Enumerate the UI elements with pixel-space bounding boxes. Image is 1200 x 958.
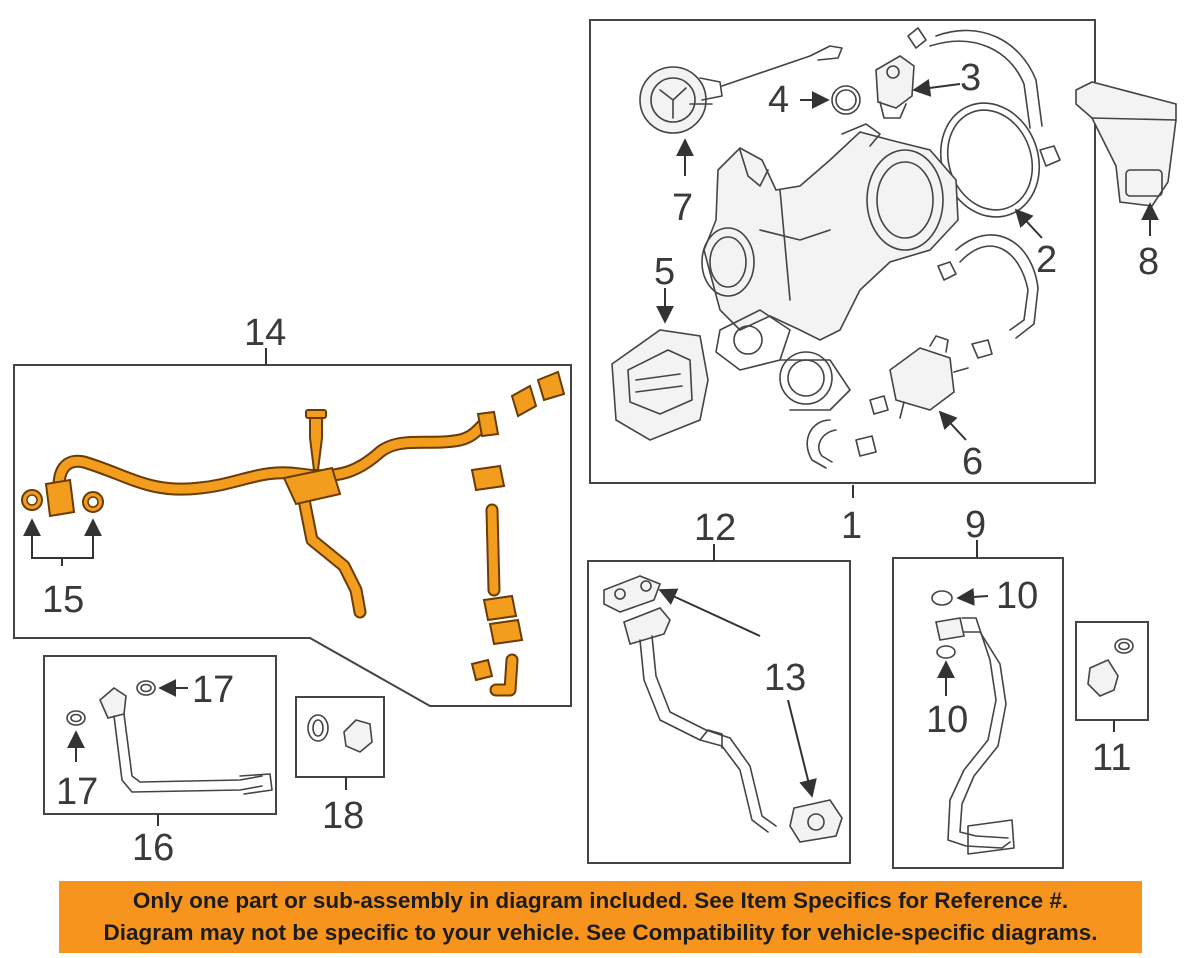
callout-10-top: 10 — [996, 575, 1038, 617]
oil-return-hose — [470, 464, 524, 697]
small-hose — [806, 419, 831, 469]
coolant-pipe-group: 12 13 — [587, 507, 851, 864]
drain-plug — [1087, 658, 1119, 697]
turbocharger-body — [701, 123, 959, 411]
heat-shield-bracket: 8 — [1075, 81, 1177, 283]
disclaimer-line-2: Diagram may not be specific to your vehi… — [103, 920, 1098, 945]
callout-12: 12 — [694, 507, 736, 549]
electric-actuator — [611, 329, 709, 441]
upper-hose — [935, 29, 1043, 127]
upper-gasket-10 — [931, 590, 953, 606]
callout-1: 1 — [841, 505, 862, 547]
callout-16: 16 — [132, 827, 174, 869]
callout-2: 2 — [1036, 239, 1057, 281]
plug-box — [1075, 621, 1149, 721]
plug-18-group: 18 — [295, 696, 385, 837]
plug-18 — [343, 719, 373, 753]
oil-feed-pipe — [44, 370, 566, 619]
callout-5: 5 — [654, 251, 675, 293]
callout-8: 8 — [1138, 241, 1159, 283]
oil-return-pipe-group: 9 10 10 — [892, 504, 1064, 869]
callout-10-bottom: 10 — [926, 699, 968, 741]
lower-gasket — [789, 799, 843, 843]
disclaimer-line-1: Only one part or sub-assembly in diagram… — [132, 888, 1069, 913]
callout-18: 18 — [322, 795, 364, 837]
sealing-washers — [21, 489, 104, 513]
turbo-assembly-group: 7 4 3 2 5 6 1 — [589, 19, 1096, 547]
lower-gasket-10 — [936, 645, 956, 659]
callout-7: 7 — [672, 187, 693, 229]
wastegate-actuator — [639, 45, 843, 134]
callout-6: 6 — [962, 441, 983, 483]
callout-4: 4 — [768, 79, 789, 121]
coolant-pipe-box — [587, 560, 851, 864]
oil-feed-pipe-group: 14 15 — [13, 312, 572, 707]
plug-18-box — [295, 696, 385, 778]
disclaimer-banner: Only one part or sub-assembly in diagram… — [59, 881, 1142, 953]
callout-17-right: 17 — [192, 669, 234, 711]
oil-feed-pipe-box — [13, 364, 572, 707]
callout-13: 13 — [764, 657, 806, 699]
callout-14: 14 — [244, 312, 286, 354]
callout-15: 15 — [42, 579, 84, 621]
lower-hose — [959, 245, 1029, 331]
bypass-valve — [875, 55, 915, 119]
callout-11: 11 — [1092, 737, 1131, 779]
turbo-assembly-box — [589, 19, 1096, 484]
upper-gasket — [603, 575, 662, 613]
callout-17-left: 17 — [56, 771, 98, 813]
callout-3: 3 — [960, 57, 981, 99]
o-ring-part — [831, 85, 861, 115]
coolant-return-box — [43, 655, 277, 815]
callout-9: 9 — [965, 504, 986, 546]
solenoid-valve — [889, 335, 969, 419]
plug-group: 11 — [1075, 621, 1149, 779]
coolant-return-group: 16 17 17 — [43, 655, 277, 869]
